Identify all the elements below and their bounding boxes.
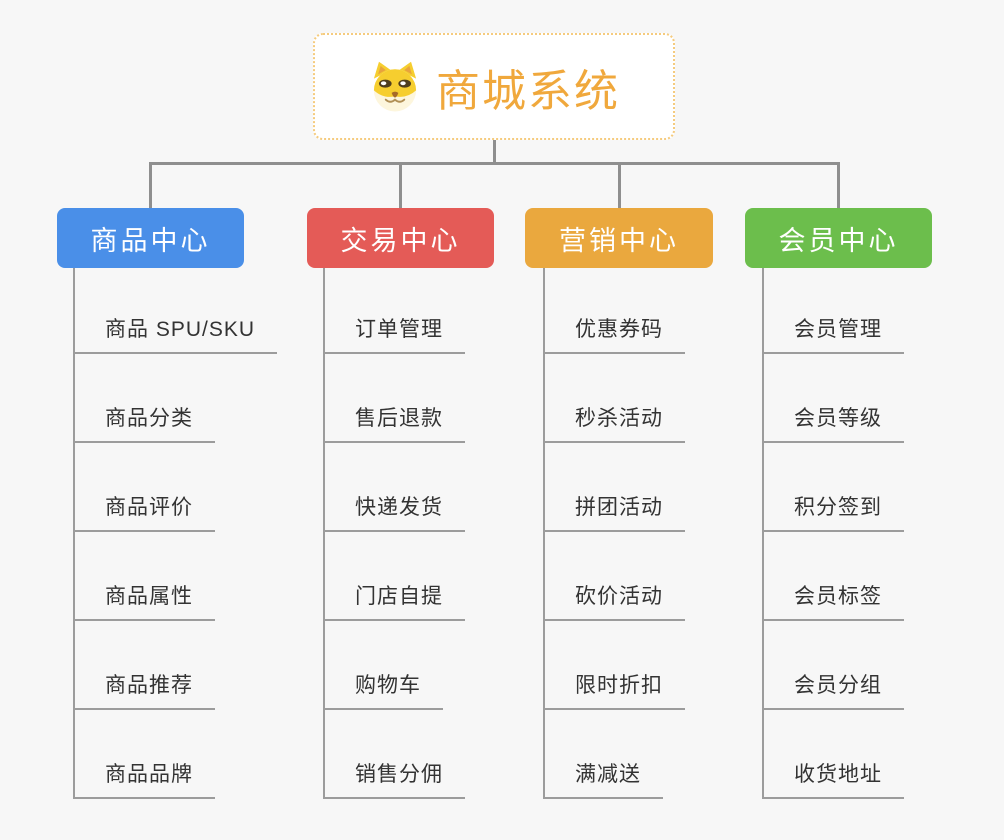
leaf-node[interactable]: 会员分组 bbox=[762, 670, 904, 710]
root-node-label: 商城系统 bbox=[436, 66, 620, 116]
leaf-node[interactable]: 商品分类 bbox=[73, 403, 215, 443]
leaf-spine-line bbox=[323, 268, 325, 799]
leaf-node[interactable]: 快递发货 bbox=[323, 492, 465, 532]
leaf-node[interactable]: 商品评价 bbox=[73, 492, 215, 532]
leaf-node[interactable]: 满减送 bbox=[543, 759, 663, 799]
leaf-node[interactable]: 积分签到 bbox=[762, 492, 904, 532]
leaf-node[interactable]: 售后退款 bbox=[323, 403, 465, 443]
branch-drop-line bbox=[837, 162, 840, 209]
leaf-node[interactable]: 销售分佣 bbox=[323, 759, 465, 799]
leaf-node[interactable]: 订单管理 bbox=[323, 314, 465, 354]
leaf-node[interactable]: 砍价活动 bbox=[543, 581, 685, 621]
leaf-spine-line bbox=[762, 268, 764, 799]
leaf-node[interactable]: 商品品牌 bbox=[73, 759, 215, 799]
leaf-spine-line bbox=[73, 268, 75, 799]
branch-node-product-center[interactable]: 商品中心 bbox=[57, 208, 244, 268]
branch-drop-line bbox=[618, 162, 621, 209]
leaf-node[interactable]: 门店自提 bbox=[323, 581, 465, 621]
leaf-node[interactable]: 商品 SPU/SKU bbox=[73, 314, 278, 354]
branch-node-trade-center[interactable]: 交易中心 bbox=[307, 208, 494, 268]
leaf-node[interactable]: 限时折扣 bbox=[543, 670, 685, 710]
leaf-node[interactable]: 秒杀活动 bbox=[543, 403, 685, 443]
leaf-node[interactable]: 会员等级 bbox=[762, 403, 904, 443]
leaf-spine-line bbox=[543, 268, 545, 799]
doge-icon bbox=[373, 61, 417, 111]
leaf-node[interactable]: 拼团活动 bbox=[543, 492, 685, 532]
root-node[interactable]: 商城系统 bbox=[313, 33, 675, 140]
branch-node-member-center[interactable]: 会员中心 bbox=[745, 208, 932, 268]
leaf-node[interactable]: 收货地址 bbox=[762, 759, 904, 799]
leaf-node[interactable]: 购物车 bbox=[323, 670, 443, 710]
branch-rail-line bbox=[149, 162, 840, 165]
root-connector-line bbox=[493, 140, 496, 163]
leaf-node[interactable]: 会员标签 bbox=[762, 581, 904, 621]
branch-node-marketing-center[interactable]: 营销中心 bbox=[525, 208, 713, 268]
branch-drop-line bbox=[149, 162, 152, 209]
branch-drop-line bbox=[399, 162, 402, 209]
leaf-node[interactable]: 商品推荐 bbox=[73, 670, 215, 710]
leaf-node[interactable]: 商品属性 bbox=[73, 581, 215, 621]
leaf-node[interactable]: 优惠券码 bbox=[543, 314, 685, 354]
leaf-node[interactable]: 会员管理 bbox=[762, 314, 904, 354]
